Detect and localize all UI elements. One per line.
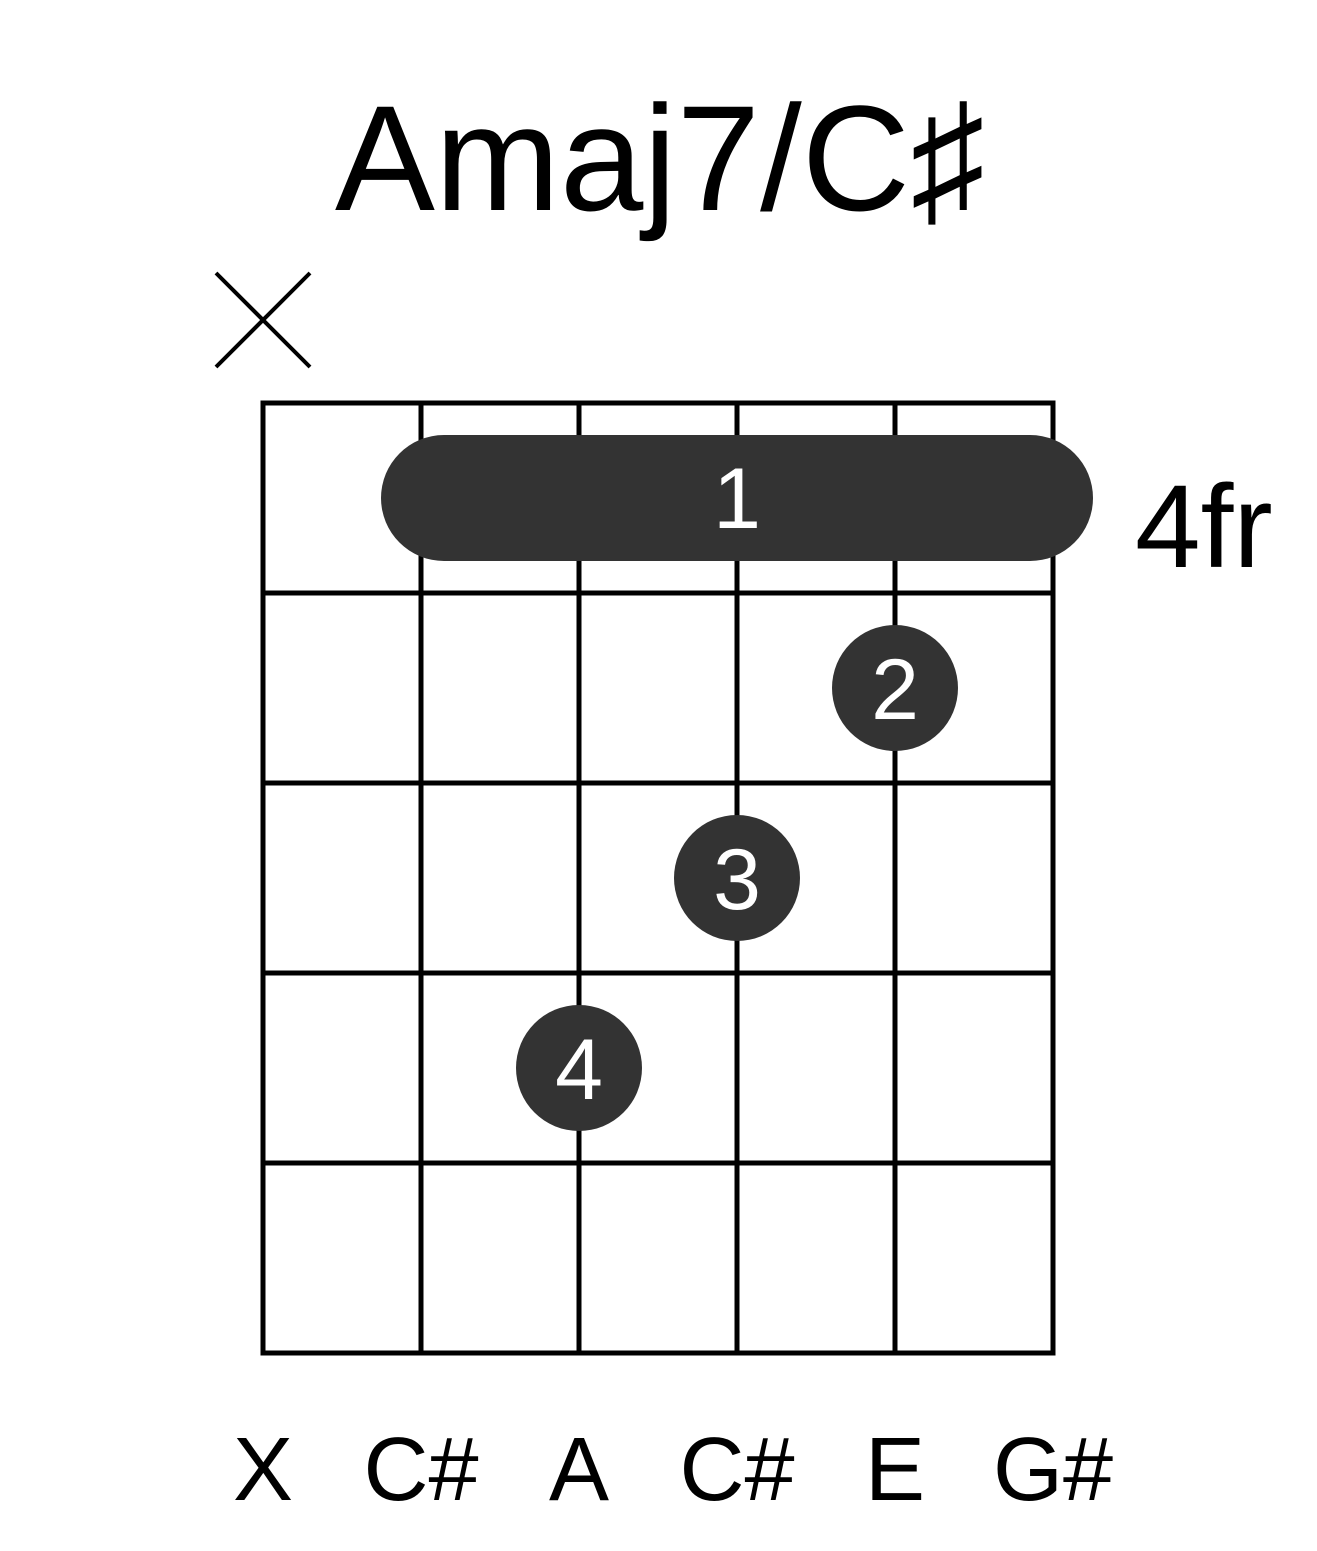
finger-dot-circle	[674, 815, 800, 941]
finger-markers: 1 2 3 4	[381, 435, 1093, 1131]
string-note-label: C#	[363, 1420, 478, 1520]
barre-marker: 1	[381, 435, 1093, 561]
finger-dot-circle	[832, 625, 958, 751]
string-note-label: A	[549, 1420, 609, 1520]
finger-number: 3	[713, 832, 761, 928]
muted-markers	[214, 271, 312, 369]
string-note-labels: X C# A C# E G#	[233, 1420, 1113, 1520]
string-note-label: G#	[993, 1420, 1113, 1520]
finger-number: 4	[555, 1022, 603, 1118]
finger-number: 2	[871, 642, 919, 738]
finger-dot: 4	[516, 1005, 642, 1131]
finger-dot: 3	[674, 815, 800, 941]
muted-string-marker	[214, 271, 312, 369]
mute-stroke	[214, 271, 312, 369]
string-note-label: E	[865, 1420, 925, 1520]
finger-dot: 2	[832, 625, 958, 751]
string-note-label: C#	[679, 1420, 794, 1520]
finger-dot-circle	[516, 1005, 642, 1131]
chord-title: Amaj7/C♯	[335, 74, 985, 242]
string-note-label: X	[233, 1420, 293, 1520]
barre-finger-number: 1	[713, 451, 761, 547]
barre-bar	[381, 435, 1093, 561]
base-fret-label: 4fr	[1135, 461, 1273, 593]
